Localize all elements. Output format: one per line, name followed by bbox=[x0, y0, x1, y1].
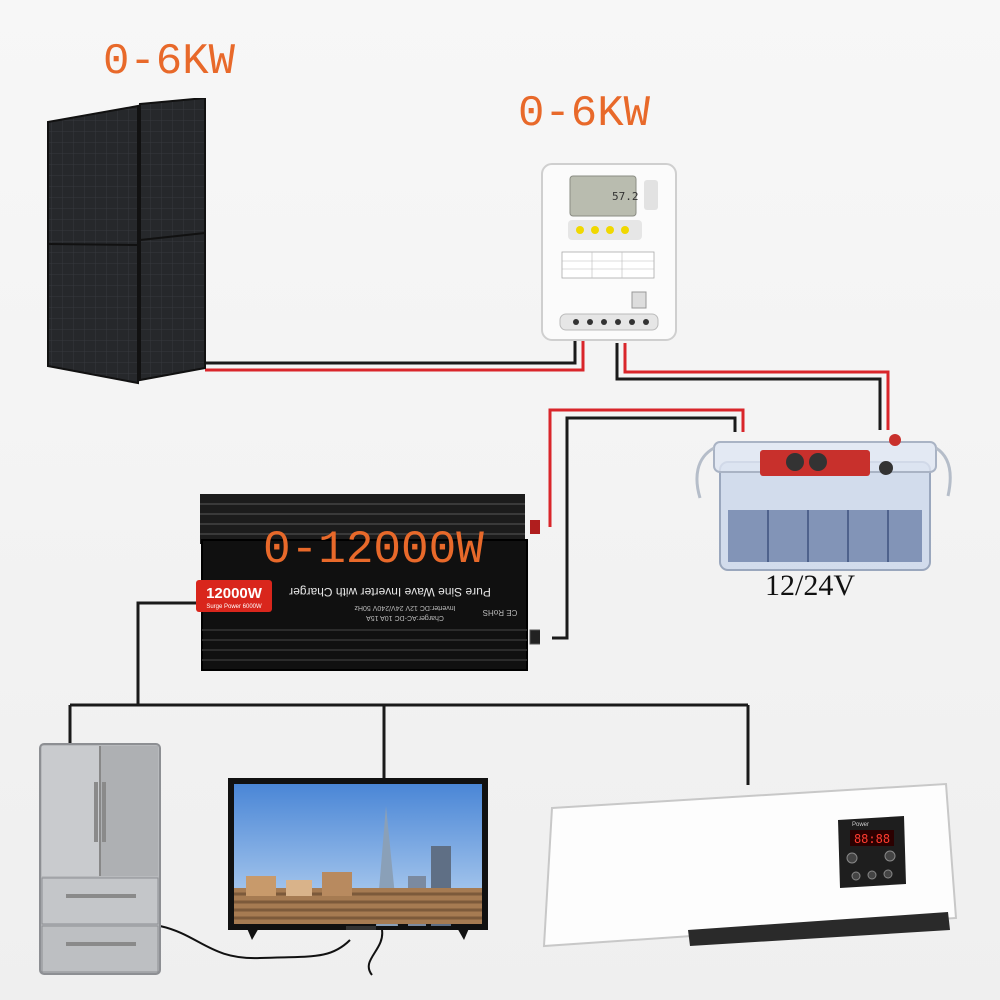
inverter-surge-text: Surge Power 6000W bbox=[206, 604, 262, 610]
panel-power-label: 0-6KW bbox=[103, 37, 236, 87]
controller-power-label: 0-6KW bbox=[518, 89, 651, 139]
inverter-power-label: 0-12000W bbox=[263, 524, 484, 576]
inverter-spec1-text: Inverter:DC 12V 24V/240V 50Hz bbox=[354, 604, 456, 611]
wire-panel-black bbox=[205, 340, 577, 365]
inverter-title-text: Pure Sine Wave Inverter with Charger bbox=[289, 585, 491, 599]
battery bbox=[695, 434, 952, 571]
inverter-spec2-text: Charger:AC-DC 10A 15A bbox=[366, 614, 444, 621]
wire-ac-out bbox=[136, 601, 198, 705]
usb-ports bbox=[631, 291, 647, 309]
wire-ctrl-black bbox=[615, 343, 882, 430]
aircon-display-text: 88:88 bbox=[854, 832, 890, 846]
battery-voltage-label: 12/24V bbox=[765, 569, 855, 602]
wire-panel-red bbox=[205, 340, 585, 372]
solar-panels bbox=[47, 98, 206, 385]
controller-button-4 bbox=[621, 226, 629, 234]
controller-button-3 bbox=[606, 226, 614, 234]
aircon-brand-text: Power bbox=[852, 822, 869, 828]
controller-button-2 bbox=[591, 226, 599, 234]
air-conditioner: 88:88 Power bbox=[542, 782, 958, 948]
controller-lcd-text: 57.2 bbox=[612, 190, 639, 203]
inverter-marks-text: CE RoHS bbox=[483, 608, 518, 617]
fridge bbox=[39, 743, 161, 975]
controller-button-1 bbox=[576, 226, 584, 234]
television bbox=[228, 778, 488, 940]
fridge-cord bbox=[159, 925, 351, 960]
inverter: 12000W Surge Power 6000W Pure Sine Wave … bbox=[196, 494, 540, 671]
wire-bat-black bbox=[552, 416, 737, 640]
tv-cord bbox=[367, 929, 384, 976]
inverter-negative-terminal bbox=[529, 629, 540, 645]
wire-bat-red bbox=[548, 408, 745, 527]
wire-ctrl-red bbox=[623, 343, 890, 430]
inverter-badge bbox=[196, 580, 272, 612]
solar-panel-back bbox=[139, 98, 206, 382]
inverter-positive-terminal bbox=[530, 520, 540, 534]
charge-controller: 57.2 bbox=[541, 163, 677, 341]
inverter-badge-text: 12000W bbox=[206, 585, 263, 602]
